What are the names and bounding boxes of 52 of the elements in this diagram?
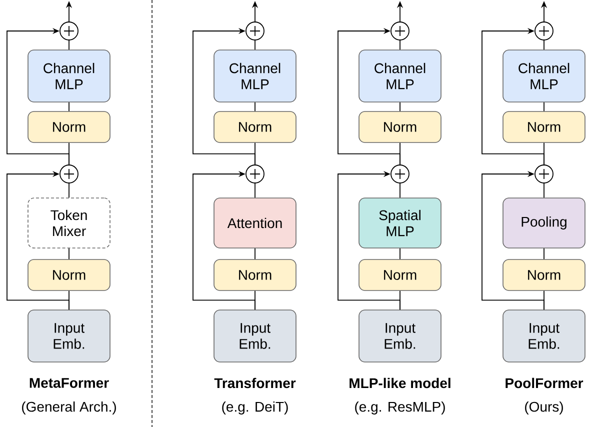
channel-mlp-box: Channel MLP	[214, 50, 296, 102]
add-circle	[246, 22, 264, 40]
norm-box: Norm	[358, 259, 442, 291]
model-note: (General Arch.)	[22, 401, 116, 415]
skip-connection-arrow	[6, 170, 70, 310]
add-circle	[60, 22, 78, 40]
connector-line	[68, 102, 70, 112]
mixer-box: Pooling	[502, 198, 586, 248]
connector-line	[68, 40, 70, 50]
skip-connection-arrow	[6, 28, 70, 165]
model-name: MetaFormer	[30, 378, 109, 388]
connector-line	[68, 183, 70, 198]
skip-connection-arrow	[192, 170, 256, 310]
connector-line	[254, 183, 256, 198]
norm-box: Norm	[214, 111, 296, 143]
norm-box: Norm	[358, 111, 442, 143]
model-note: (Ours)	[525, 401, 563, 415]
norm-box: Norm	[28, 111, 110, 143]
skip-connection-arrow	[338, 170, 400, 310]
mixer-box: Attention	[214, 198, 296, 248]
connector-line	[254, 248, 256, 260]
input-embedding-box: Input Emb.	[28, 310, 110, 362]
add-circle	[390, 22, 410, 40]
channel-mlp-box: Channel MLP	[28, 50, 110, 102]
model-note: (e.g. DeiT)	[222, 401, 288, 414]
skip-connection-arrow	[192, 28, 256, 165]
add-circle	[534, 22, 554, 40]
mixer-box: Spatial MLP	[358, 198, 442, 248]
add-circle	[534, 164, 554, 184]
connector-line	[254, 40, 256, 50]
norm-box: Norm	[28, 259, 110, 291]
model-name: MLP-like model	[350, 378, 450, 388]
channel-mlp-box: Channel MLP	[502, 50, 586, 102]
norm-box: Norm	[502, 111, 586, 143]
model-name: PoolFormer	[506, 378, 584, 388]
input-embedding-box: Input Emb.	[358, 310, 442, 362]
model-note: (e.g. ResMLP)	[355, 401, 445, 414]
connector-line	[68, 248, 70, 260]
add-circle	[246, 164, 264, 184]
norm-box: Norm	[214, 259, 296, 291]
connector-line	[254, 102, 256, 112]
input-embedding-box: Input Emb.	[214, 310, 296, 362]
skip-connection-arrow	[338, 28, 400, 165]
skip-connection-arrow	[482, 170, 544, 310]
norm-box: Norm	[502, 259, 586, 291]
channel-mlp-box: Channel MLP	[358, 50, 442, 102]
token-mixer-box: Token Mixer	[28, 198, 110, 248]
model-name: Transformer	[214, 378, 296, 388]
add-circle	[390, 164, 410, 184]
input-embedding-box: Input Emb.	[502, 310, 586, 362]
add-circle	[60, 164, 78, 184]
skip-connection-arrow	[482, 28, 544, 165]
